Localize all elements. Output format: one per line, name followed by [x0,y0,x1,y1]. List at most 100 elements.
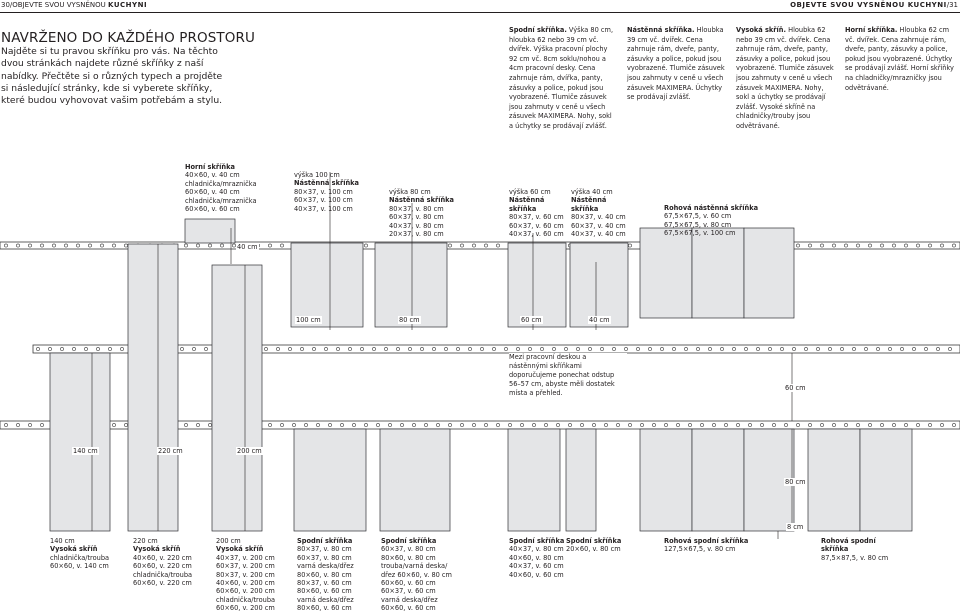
rail-hole [624,347,628,351]
rail-hole [220,243,224,248]
upper-label-wall-80-head: Nástěnná skříňka [389,196,455,205]
top-cabinet-heading: Horní skříňka. [845,26,898,34]
rail-hole [300,347,304,351]
rail-hole [28,243,32,248]
rail-hole [100,243,104,248]
rail-hole [184,243,188,248]
rail-hole [540,347,544,351]
rail-hole [744,347,748,351]
base-cabinet-20 [565,428,597,532]
rail-hole [772,423,776,427]
upper-label-wall-40-pre: výška 40 cm [571,188,613,196]
base-cabinets [293,428,913,532]
rail-hole [852,347,856,351]
rail-hole [660,347,664,351]
upper-label-wall-80: výška 80 cm Nástěnná skříňka 80×37, v. 8… [389,188,454,238]
rail-hole [924,347,928,351]
rail-hole [640,423,644,427]
wall-cabinet-heading: Nástěnná skříňka. [627,26,695,34]
rail-hole [904,243,908,248]
rail-hole [952,243,956,248]
rail-hole [48,347,52,351]
rail-hole [448,243,452,248]
bottom-label-base-80-lines: 80×37, v. 80 cm 60×37, v. 80 cm varná de… [297,545,354,611]
base-cabinet-heading: Spodní skříňka. [509,26,567,34]
rail-hole [544,423,548,427]
rail-hole [940,243,944,248]
rail-hole [868,243,872,248]
rail-hole [784,423,788,427]
rail-hole [616,423,620,427]
middle-rail [32,344,960,354]
rail-hole [280,423,284,427]
rail-hole [52,243,56,248]
rail-hole [588,347,592,351]
rail-hole [208,243,212,248]
rail-hole [808,423,812,427]
rail-hole [796,243,800,248]
dim-100: 100 cm [295,316,322,324]
upper-label-corner-wall: Rohová nástěnná skříňka 67,5×67,5, v. 60… [664,204,758,238]
top-cabinet-description: Horní skříňka. Hloubka 62 cm vč. dvířek.… [845,26,957,93]
header-left: 30/OBJEVTE SVOU VYSNĚNOU KUCHYNI [1,1,148,9]
rail-hole [264,347,268,351]
rail-hole [408,347,412,351]
bottom-label-corner-base-2-head: Rohová spodní skříňka [821,537,876,554]
upper-cabinets [184,218,795,328]
rail-hole [448,423,452,427]
bottom-label-base-80-head: Spodní skříňka [297,537,353,545]
rail-hole [304,423,308,427]
rail-hole [736,423,740,427]
bottom-label-base-40: Spodní skříňka 40×37, v. 80 cm 40×60, v.… [509,537,564,579]
rail-hole [916,243,920,248]
bottom-label-base-60-lines: 60×37, v. 80 cm 80×60, v. 80 cm trouba/v… [381,545,452,611]
rail-hole [928,243,932,248]
upper-label-wall-100: výška 100 cm Nástěnná skříňka 80×37, v. … [294,171,359,213]
rail-hole [828,347,832,351]
rail-hole [708,347,712,351]
rail-hole [484,243,488,248]
rail-hole [432,347,436,351]
rail-hole [676,423,680,427]
rail-hole [424,423,428,427]
bottom-label-tall-200-head: Vysoká skříň [216,545,264,554]
rail-hole [688,423,692,427]
rail-hole [576,347,580,351]
rail-hole [628,423,632,427]
rail-hole [808,243,812,248]
rail-hole [468,347,472,351]
rail-hole [648,347,652,351]
dim-200: 200 cm [236,447,263,455]
rail-hole [4,243,8,248]
rail-hole [892,243,896,248]
rail-hole [456,347,460,351]
rail-hole [832,423,836,427]
rail-hole [460,243,464,248]
corner-wall-cabinet-end [743,227,795,319]
rail-hole [484,423,488,427]
rail-hole [60,347,64,351]
upper-label-wall-100-head: Nástěnná skříňka [294,179,360,188]
tall-cabinets [49,243,263,532]
rail-hole [88,243,92,248]
dim-60a: 60 cm [520,316,543,324]
header-right: OBJEVTE SVOU VYSNĚNOU KUCHYNI/31 [790,1,958,9]
dim-40b: 40 cm [588,316,611,324]
right-page-number: 31 [949,1,958,9]
high-cabinet-body: Hloubka 62 nebo 39 cm vč. dvířek. Cena z… [736,26,834,130]
rail-hole [820,423,824,427]
upper-label-wall-60-head: Nástěnná skříňka [509,196,545,213]
rail-hole [940,423,944,427]
bottom-label-base-60: Spodní skříňka 60×37, v. 80 cm 80×60, v.… [381,537,452,611]
rail-hole [804,347,808,351]
rail-hole [592,423,596,427]
bottom-label-corner-base-2: Rohová spodní skříňka 87,5×87,5, v. 80 c… [821,537,888,562]
rail-hole [912,347,916,351]
rail-hole [952,423,956,427]
rail-hole [768,347,772,351]
rail-hole [204,347,208,351]
rail-hole [192,347,196,351]
rail-hole [40,243,44,248]
rail-hole [112,243,116,248]
rail-hole [16,423,20,427]
